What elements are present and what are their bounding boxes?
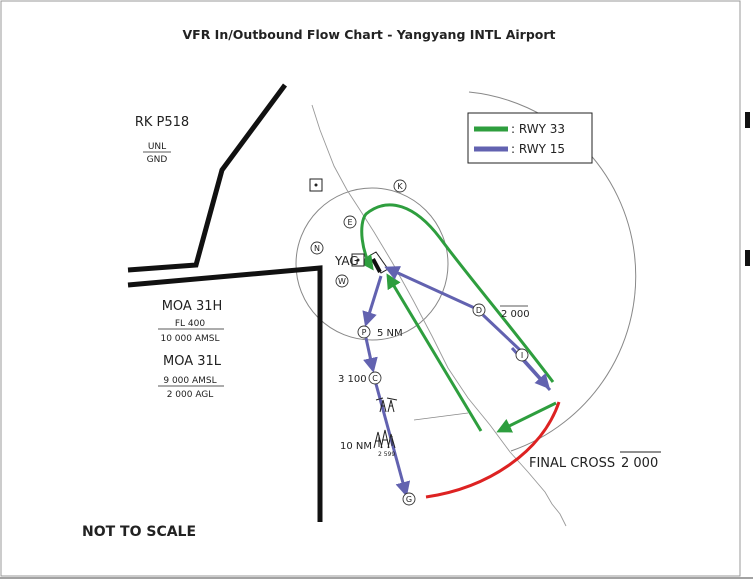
rwy33-outbound-loop [358, 203, 555, 383]
margin-mark-top [745, 112, 750, 128]
legend-box [467, 112, 593, 164]
inner-ring-5nm [295, 187, 449, 341]
waypoint-w[interactable]: W [335, 274, 349, 288]
moa-31h-name: MOA 31H [162, 299, 223, 314]
waypoint-k[interactable]: K [393, 179, 407, 193]
rwy15-outbound-to-p [362, 275, 383, 327]
waypoint-d-label: D [476, 306, 482, 315]
waypoint-p[interactable]: P [357, 325, 371, 339]
rwy33-final [386, 273, 483, 432]
d-altitude-label: 2 000 [501, 309, 530, 320]
airport-navaid [351, 253, 365, 267]
ten-nm-label: 10 NM [340, 441, 372, 452]
moa-31l-name: MOA 31L [163, 354, 222, 369]
c-altitude-label: 3 100 [338, 374, 367, 385]
rwy33-base [496, 401, 557, 433]
not-to-scale-label: NOT TO SCALE [82, 524, 196, 540]
runway-threshold [371, 258, 382, 273]
rwy15-i-to-final [522, 359, 550, 390]
moa-31l-lower: 2 000 AGL [167, 390, 214, 400]
page-frame [0, 0, 741, 577]
prohibited-area-boundary [127, 83, 288, 273]
chart-title: VFR In/Outbound Flow Chart - Yangyang IN… [182, 27, 555, 42]
rwy15-c-to-g [374, 383, 411, 497]
obstacle-elevation: 2 599 [378, 451, 395, 458]
final-cross-label: FINAL CROSS [529, 456, 615, 471]
legend-label-rwy15: : RWY 15 [511, 142, 565, 156]
legend: : RWY 33 : RWY 15 [467, 112, 593, 164]
rwy15-d-to-i [481, 313, 522, 352]
waypoint-d[interactable]: D [472, 303, 486, 317]
waypoint-n-label: N [314, 244, 320, 253]
coastline [311, 104, 567, 527]
p-distance-label: 5 NM [377, 328, 403, 339]
moa-31l-upper: 9 000 AMSL [163, 376, 216, 386]
prohibited-area-name: RK P518 [135, 115, 189, 130]
rwy15-p-to-c [363, 337, 378, 373]
waypoint-e-label: E [347, 218, 352, 227]
waypoint-p-label: P [362, 328, 367, 337]
waypoint-n[interactable]: N [310, 241, 324, 255]
obstacle-icon [375, 397, 398, 413]
waypoint-c-label: C [372, 374, 378, 383]
waypoint-k-label: K [397, 182, 403, 191]
waypoint-i-label: I [521, 351, 523, 360]
outer-ring-lower-segment [413, 412, 469, 421]
moa-31h-upper: FL 400 [175, 319, 206, 329]
obstacle-group-icon [373, 429, 396, 449]
final-cross-altitude: 2 000 [621, 456, 658, 471]
waypoint-c[interactable]: C [368, 371, 382, 385]
legend-label-rwy33: : RWY 33 [511, 122, 565, 136]
waypoint-i[interactable]: I [515, 348, 529, 362]
final-cross-route [425, 401, 561, 499]
navaid-square-north [309, 178, 323, 192]
waypoint-g[interactable]: G [402, 492, 416, 506]
waypoint-g-label: G [406, 495, 412, 504]
rwy15-inbound-d [384, 266, 480, 312]
moa-boundary [127, 265, 323, 522]
waypoint-w-label: W [338, 277, 346, 286]
prohibited-area-upper: UNL [148, 142, 166, 152]
airport-label: YAG [334, 254, 359, 268]
waypoint-e[interactable]: E [343, 215, 357, 229]
prohibited-area-lower: GND [147, 155, 168, 165]
moa-31h-lower: 10 000 AMSL [160, 334, 219, 344]
margin-mark-bottom [745, 250, 750, 266]
